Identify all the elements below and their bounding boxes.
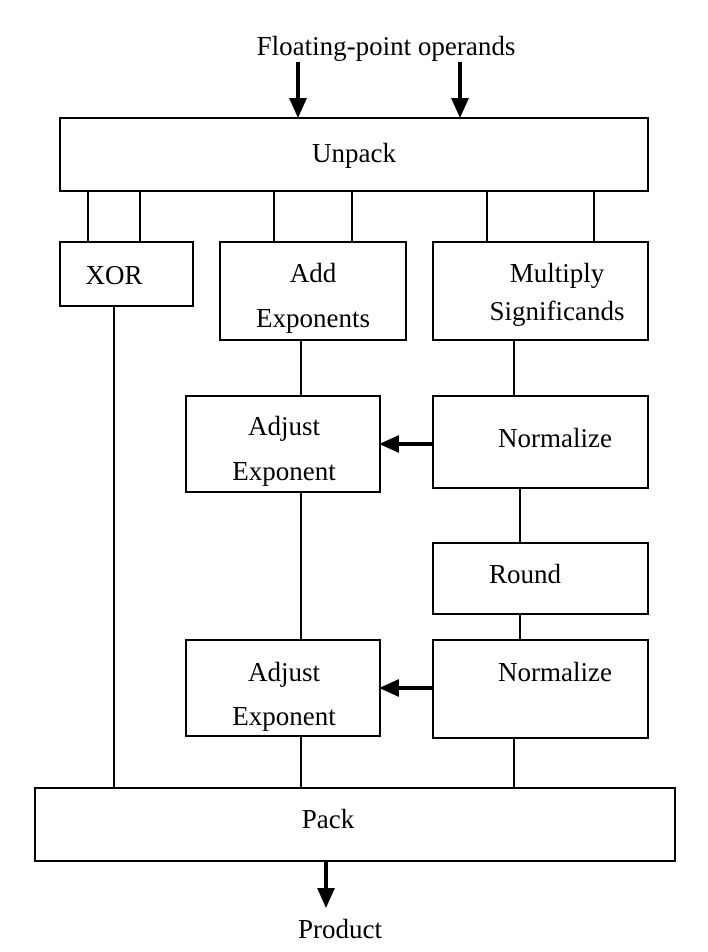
adjust-exponent-2-label-line2: Exponent — [232, 701, 336, 731]
pack-block — [34, 787, 676, 862]
input-arrow-left — [289, 62, 307, 118]
xor-block — [59, 241, 194, 307]
normalize-to-adjust-arrow-2 — [379, 679, 433, 697]
unpack-label: Unpack — [312, 138, 396, 168]
normalize-block-2 — [432, 639, 649, 739]
output-label: Product — [298, 914, 382, 944]
input-arrow-right — [451, 62, 469, 118]
adjust-exponent-2-label-line1: Adjust — [248, 657, 321, 687]
adjust-exponent-1-label-line2: Exponent — [232, 456, 336, 486]
pack-label: Pack — [302, 804, 355, 834]
multiply-significands-label-line1: Multiply — [510, 258, 605, 288]
round-block — [432, 542, 649, 615]
round-label: Round — [489, 559, 562, 589]
unpack-block — [59, 117, 649, 192]
multiply-significands-label-line2: Significands — [490, 296, 625, 326]
output-arrow — [317, 861, 335, 908]
input-label: Floating-point operands — [257, 31, 516, 61]
multiply-significands-block — [432, 241, 649, 341]
normalize-2-label: Normalize — [498, 657, 612, 687]
unpack-wires — [87, 191, 595, 242]
normalize-block-1 — [432, 395, 649, 489]
add-exponents-block — [219, 241, 407, 341]
normalize-1-label: Normalize — [498, 423, 612, 453]
adjust-exponent-block-2 — [185, 639, 381, 737]
add-exponents-label-line1: Add — [290, 258, 337, 288]
adjust-exponent-block-1 — [185, 395, 381, 493]
normalize-to-adjust-arrow-1 — [379, 435, 433, 453]
adjust-exponent-1-label-line1: Adjust — [248, 411, 321, 441]
xor-label: XOR — [85, 260, 142, 290]
add-exponents-label-line2: Exponents — [256, 303, 370, 333]
